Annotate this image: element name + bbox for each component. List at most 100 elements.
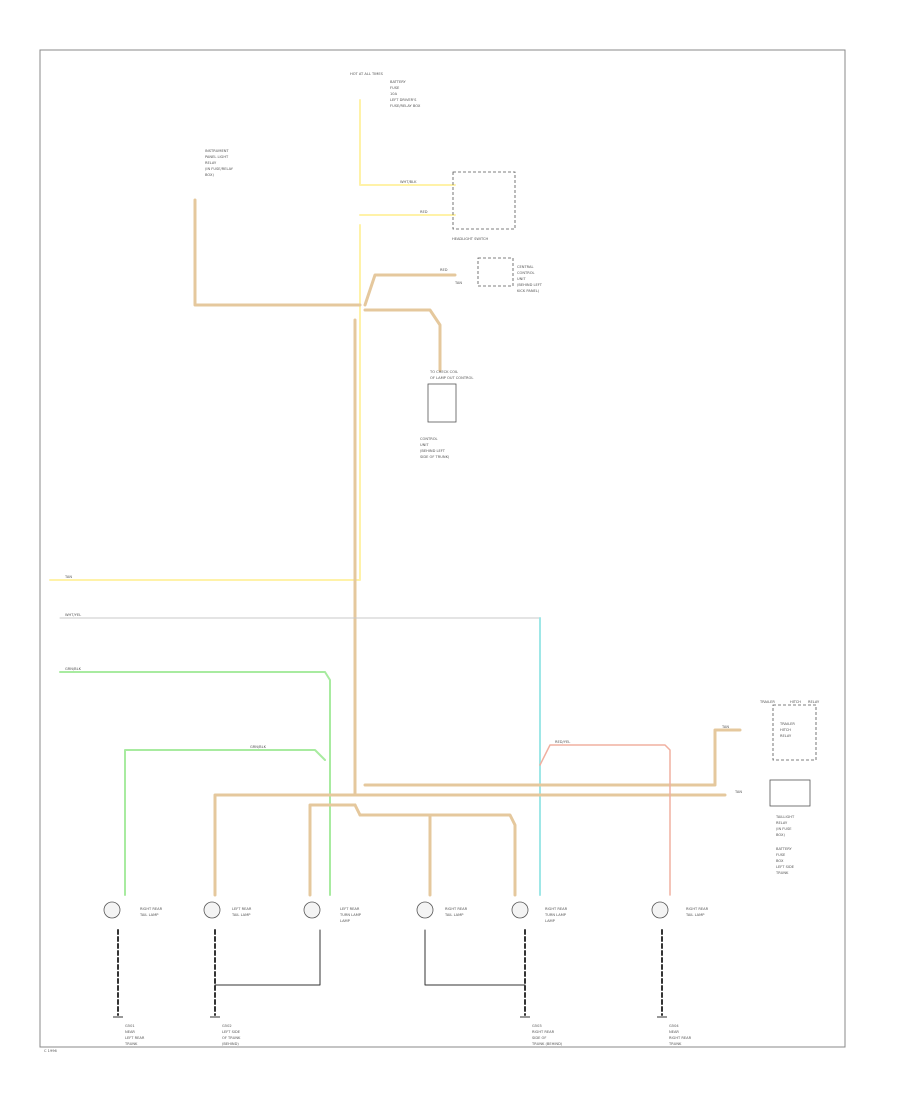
battery-label-4: LEFT SIDE — [776, 865, 795, 869]
battery-label-3: BOX — [776, 859, 784, 863]
ground-4-label-d: TRUNK — [668, 1042, 682, 1046]
trailer-wire-2: TAN — [734, 790, 742, 794]
lamp-1-label-b: TAIL LAMP — [139, 913, 159, 917]
left-wire-3: GRN/BLK — [65, 667, 82, 671]
control-label-2: CONTROL — [517, 271, 535, 275]
lamp-1-label-a: RIGHT REAR — [140, 907, 163, 911]
ground-wire-3 — [214, 929, 321, 986]
control-wire-1: RED — [440, 268, 448, 272]
trailer-label-2: HITCH — [780, 728, 791, 732]
control-label-5: KICK PANEL) — [517, 289, 540, 293]
taillight-label-1: TAILLIGHT — [775, 815, 795, 819]
lamps — [103, 901, 669, 919]
ground-2-label-b: LEFT SIDE — [222, 1030, 241, 1034]
lamp-out-label-5: (BEHIND LEFT — [420, 449, 446, 453]
fuse-box-sub-5: FUSE/RELAY BOX — [390, 104, 421, 108]
center-wire-1: GRN/BLK — [250, 745, 267, 749]
lamp-4-bulb — [416, 901, 434, 919]
lamp-3-label-a: LEFT REAR — [340, 907, 360, 911]
instrument-label-3: RELAY — [205, 161, 217, 165]
ground-1-label-c: LEFT REAR — [125, 1036, 145, 1040]
lamp-out-label-3: CONTROL — [420, 437, 438, 441]
lamp-5-label-a: RIGHT REAR — [545, 907, 568, 911]
wire-bus-2 — [308, 803, 357, 897]
right-top-label-2: HITCH — [790, 700, 801, 704]
wire-bus-3 — [353, 803, 432, 897]
hl-sw-wire-2: RED — [420, 210, 428, 214]
lamp-3-label-b: TURN LAMP — [339, 913, 362, 917]
wire-lower-bus — [213, 793, 727, 897]
wire-control-unit — [363, 273, 457, 307]
control-label-1: CENTRAL — [517, 265, 533, 269]
instrument-label-1: INSTRUMENT — [205, 149, 229, 153]
ground-3-label-b: RIGHT REAR — [532, 1030, 555, 1034]
taillight-label-3: (IN FUSE — [776, 827, 792, 831]
wire-red-yel — [539, 744, 671, 896]
fuse-box-sub-4: LEFT DRIVER'S — [390, 98, 417, 102]
wire-green-lamp1 — [124, 749, 326, 896]
ground-2-label-a: G502 — [222, 1024, 232, 1028]
lamp-3-label-c: LAMP — [340, 919, 351, 923]
lamp-4-label-b: TAIL LAMP — [444, 913, 464, 917]
battery-label-2: FUSE — [776, 853, 786, 857]
taillight-label-2: RELAY — [776, 821, 788, 825]
ground-2-label-c: OF TRUNK — [222, 1036, 241, 1040]
diagram-frame — [39, 49, 846, 1048]
fuse-box-top: HOT AT ALL TIMES — [350, 72, 384, 76]
lamp-out-label-4: UNIT — [420, 443, 429, 447]
lamp-1-bulb — [103, 901, 121, 919]
lamp-6-bulb — [651, 901, 669, 919]
lamp-out-label-2: OF LAMP OUT CONTROL — [430, 376, 473, 380]
left-wire-2: WHT/YEL — [65, 613, 81, 617]
lamp-4-label-a: RIGHT REAR — [445, 907, 468, 911]
ground-1-label-d: TRUNK — [124, 1042, 138, 1046]
ground-3-label-d: TRUNK (BEHIND) — [531, 1042, 563, 1046]
wire-instrument-relay — [193, 198, 362, 307]
ground-wire-4 — [424, 929, 526, 986]
lamp-2-label-a: LEFT REAR — [232, 907, 252, 911]
control-wire-2: TAN — [454, 281, 462, 285]
lamp-out-box — [427, 383, 457, 423]
trailer-box — [772, 704, 817, 761]
ground-4-label-c: RIGHT REAR — [669, 1036, 692, 1040]
lamp-5-label-c: LAMP — [545, 919, 556, 923]
lamp-3-bulb — [303, 901, 321, 919]
trailer-label-3: RELAY — [780, 734, 792, 738]
trailer-label-1: TRAILER — [779, 722, 795, 726]
fuse-box-sub-3: 10A — [390, 92, 398, 96]
ground-2-label-d: (BEHIND) — [222, 1042, 239, 1046]
hl-sw-wire-1: WHT/BLK — [400, 180, 417, 184]
headlight-switch-box — [452, 171, 516, 230]
lamp-out-label-1: TO CHECK COIL — [429, 370, 458, 374]
ground-4-label-b: NEAR — [669, 1030, 679, 1034]
wire-fuse-feed — [359, 99, 456, 186]
instrument-label-4: (IN FUSE/RELAY — [205, 167, 234, 171]
instrument-label-5: BOX) — [205, 173, 214, 177]
battery-label-5: TRUNK — [775, 871, 789, 875]
wire-main-trunk — [49, 224, 361, 581]
control-label-4: (BEHIND LEFT — [517, 283, 543, 287]
lamp-5-bulb — [511, 901, 529, 919]
taillight-box — [769, 779, 811, 807]
right-top-label-3: RELAY — [808, 700, 820, 704]
ground-3-label-c: SIDE OF — [532, 1036, 546, 1040]
ground-4-label-a: G504 — [669, 1024, 679, 1028]
ground-3-label-a: G503 — [532, 1024, 542, 1028]
wire-lamp-out — [363, 308, 442, 372]
text-labels: HOT AT ALL TIMES BATTERY FUSE 10A LEFT D… — [44, 72, 820, 1053]
lamp-2-bulb — [203, 901, 221, 919]
ground-1-label-b: NEAR — [125, 1030, 135, 1034]
battery-label-1: BATTERY — [776, 847, 793, 851]
control-label-3: UNIT — [517, 277, 526, 281]
headlight-switch-label: HEADLIGHT SWITCH — [452, 237, 488, 241]
instrument-label-2: PANEL LIGHT — [205, 155, 229, 159]
trailer-wire-1: TAN — [721, 725, 729, 729]
fuse-box-sub-2: FUSE — [390, 86, 400, 90]
taillight-label-4: BOX) — [776, 833, 785, 837]
ground-1-label-a: G501 — [125, 1024, 135, 1028]
control-unit-box — [477, 257, 514, 287]
wires — [49, 99, 742, 1016]
lamp-6-label-a: RIGHT REAR — [686, 907, 709, 911]
lamp-5-label-b: TURN LAMP — [544, 913, 567, 917]
right-top-label-1: TRAILER — [759, 700, 775, 704]
